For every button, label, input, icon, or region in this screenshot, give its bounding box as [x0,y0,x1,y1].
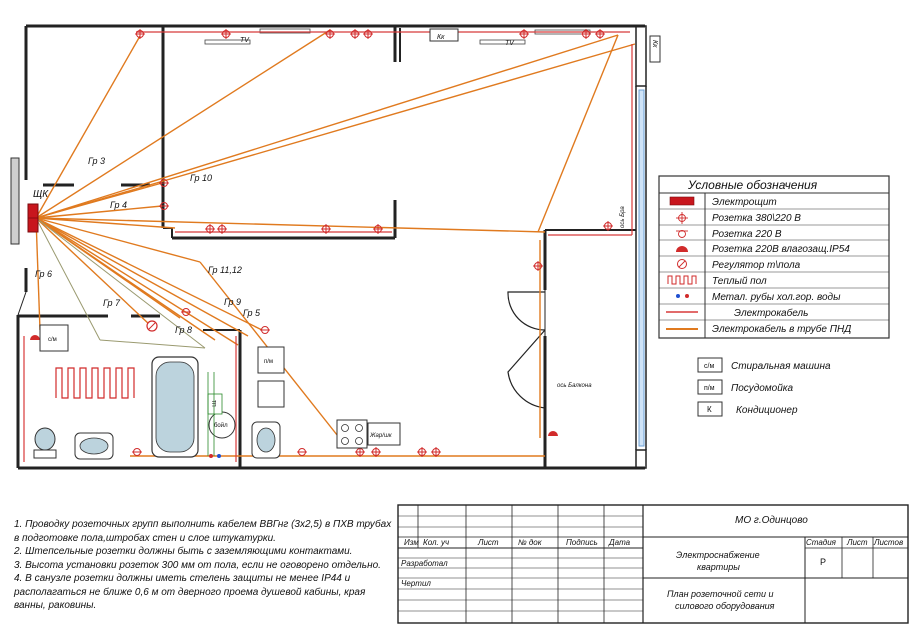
group-label: Гр 11,12 [208,265,242,275]
group-label: Гр 5 [243,308,261,318]
heated-floor-icon [667,275,697,285]
stamp-sheets-head: Листов [873,538,903,547]
appliance-label: Кондиционер [736,405,798,416]
tv-label: TV [505,40,515,47]
socket-ip54-icon [676,246,688,252]
legend-label: Розетка 220 В [712,229,782,240]
stamp-sheet-head: Лист [846,538,868,547]
legend-label: Регулятор т\пола [712,260,801,271]
group-label: Гр 9 [224,297,241,307]
appliance-code: п/м [704,385,715,392]
axis-label: ось Балкона [557,383,592,389]
washer-box [39,324,69,352]
oven-label: Жар/шк [369,433,393,439]
tv-label: TV [240,37,250,44]
ac-label: Кк [651,40,658,48]
appliance-label: Стиральная машина [731,361,831,372]
kk-box [429,28,661,63]
stamp-developer: Разработал [401,559,448,568]
appliance-key: с/м п/м К Стиральная машина Посудомойка … [697,357,831,417]
panel-icon [669,196,695,206]
stamp-org: МО г.Одинцово [735,515,808,526]
legend-label: Электрокабель [734,307,808,319]
electric-panel [27,203,39,233]
group-label: Гр 8 [175,325,192,335]
group-label: Гр 10 [190,173,212,183]
washbasin [74,432,114,460]
appliance-code: К [707,405,712,414]
kitchen-sink [251,421,281,459]
stamp-stage: Р [820,557,826,567]
legend-title: Условные обозначения [687,178,818,192]
cable-routes [35,29,636,457]
legend-label: Теплый пол [712,276,767,287]
panel-label: ЩК [33,189,49,200]
project-title: квартиры [697,562,740,572]
legend-label: Электрокабель в трубе ПНД [712,323,851,335]
stamp-col: Изм [404,538,419,547]
general-notes: 1. Проводку розеточных групп выполнить к… [14,518,392,613]
boiler [207,372,236,458]
wall-sockets [132,29,613,457]
floor-regulator-icon [677,259,687,269]
stamp-drafter: Чертил [401,579,431,588]
dishwasher-box [257,346,285,408]
stamp-col: Подпись [566,538,598,547]
toilet [33,427,57,459]
stamp-col: Кол. уч [423,538,449,547]
legend-box: Условные обозначения Электрощит Розетка … [658,175,890,339]
heated-floor [55,367,135,399]
stamp-stage-head: Стадия [806,538,837,547]
floor-regulator [146,320,158,332]
legend-label: Электрощит [712,197,777,208]
regulator-label: ТП [210,400,216,407]
washer-tag: с/м [48,337,57,343]
group-label: Гр 4 [110,200,127,210]
gray-guide-lines [35,217,206,349]
walls [10,24,647,470]
bathtub [151,356,199,458]
group-label: Гр 7 [103,298,121,308]
legend-label: Метал. рубы хол.гор. воды [712,291,841,303]
water-pipes-icon [676,294,689,298]
stamp-col: № док [518,538,543,547]
appliance-label: Посудомойка [731,383,793,394]
appliance-code: с/м [704,363,714,370]
boiler-label: бойл [214,422,228,429]
plan-labels: TV TV Кк Кк ЩК Гр 3 Гр 4 Гр 6 Гр 7 Гр 8 … [33,34,658,439]
group-label: Гр 3 [88,156,105,166]
legend-label: Розетка 220В влагозащ.IP54 [712,244,850,255]
note-1: 1. Проводку розеточных групп выполнить к… [14,519,392,544]
ac-label: Кк [437,34,445,41]
group-label: Гр 6 [35,269,52,279]
title-block-text: МО г.Одинцово Изм Кол. уч Лист № док Под… [401,515,903,611]
legend-label: Розетка 380\220 В [712,213,801,224]
socket-220-icon [676,230,688,238]
note-4: 4. В санузле розетки должны иметь стелен… [14,573,366,611]
ip54-sockets [30,335,558,436]
title-block [397,504,909,624]
axis-label: ось Бра [620,206,626,228]
stamp-col: Дата [608,538,631,547]
socket-380-icon [676,212,688,224]
stamp-col: Лист [477,538,499,547]
dishwasher-tag: п/м [264,359,273,365]
sheet-title: План розеточной сети и [667,589,773,599]
project-title: Электроснабжение [676,550,760,560]
sheet-title: силового оборудования [675,601,775,611]
stove [336,419,401,449]
note-3: 3. Высота установки розеток 300 мм от по… [14,559,381,571]
balcony-door [507,290,546,409]
note-2: 2. Штепсельные розетки должны быть с заз… [14,546,353,557]
